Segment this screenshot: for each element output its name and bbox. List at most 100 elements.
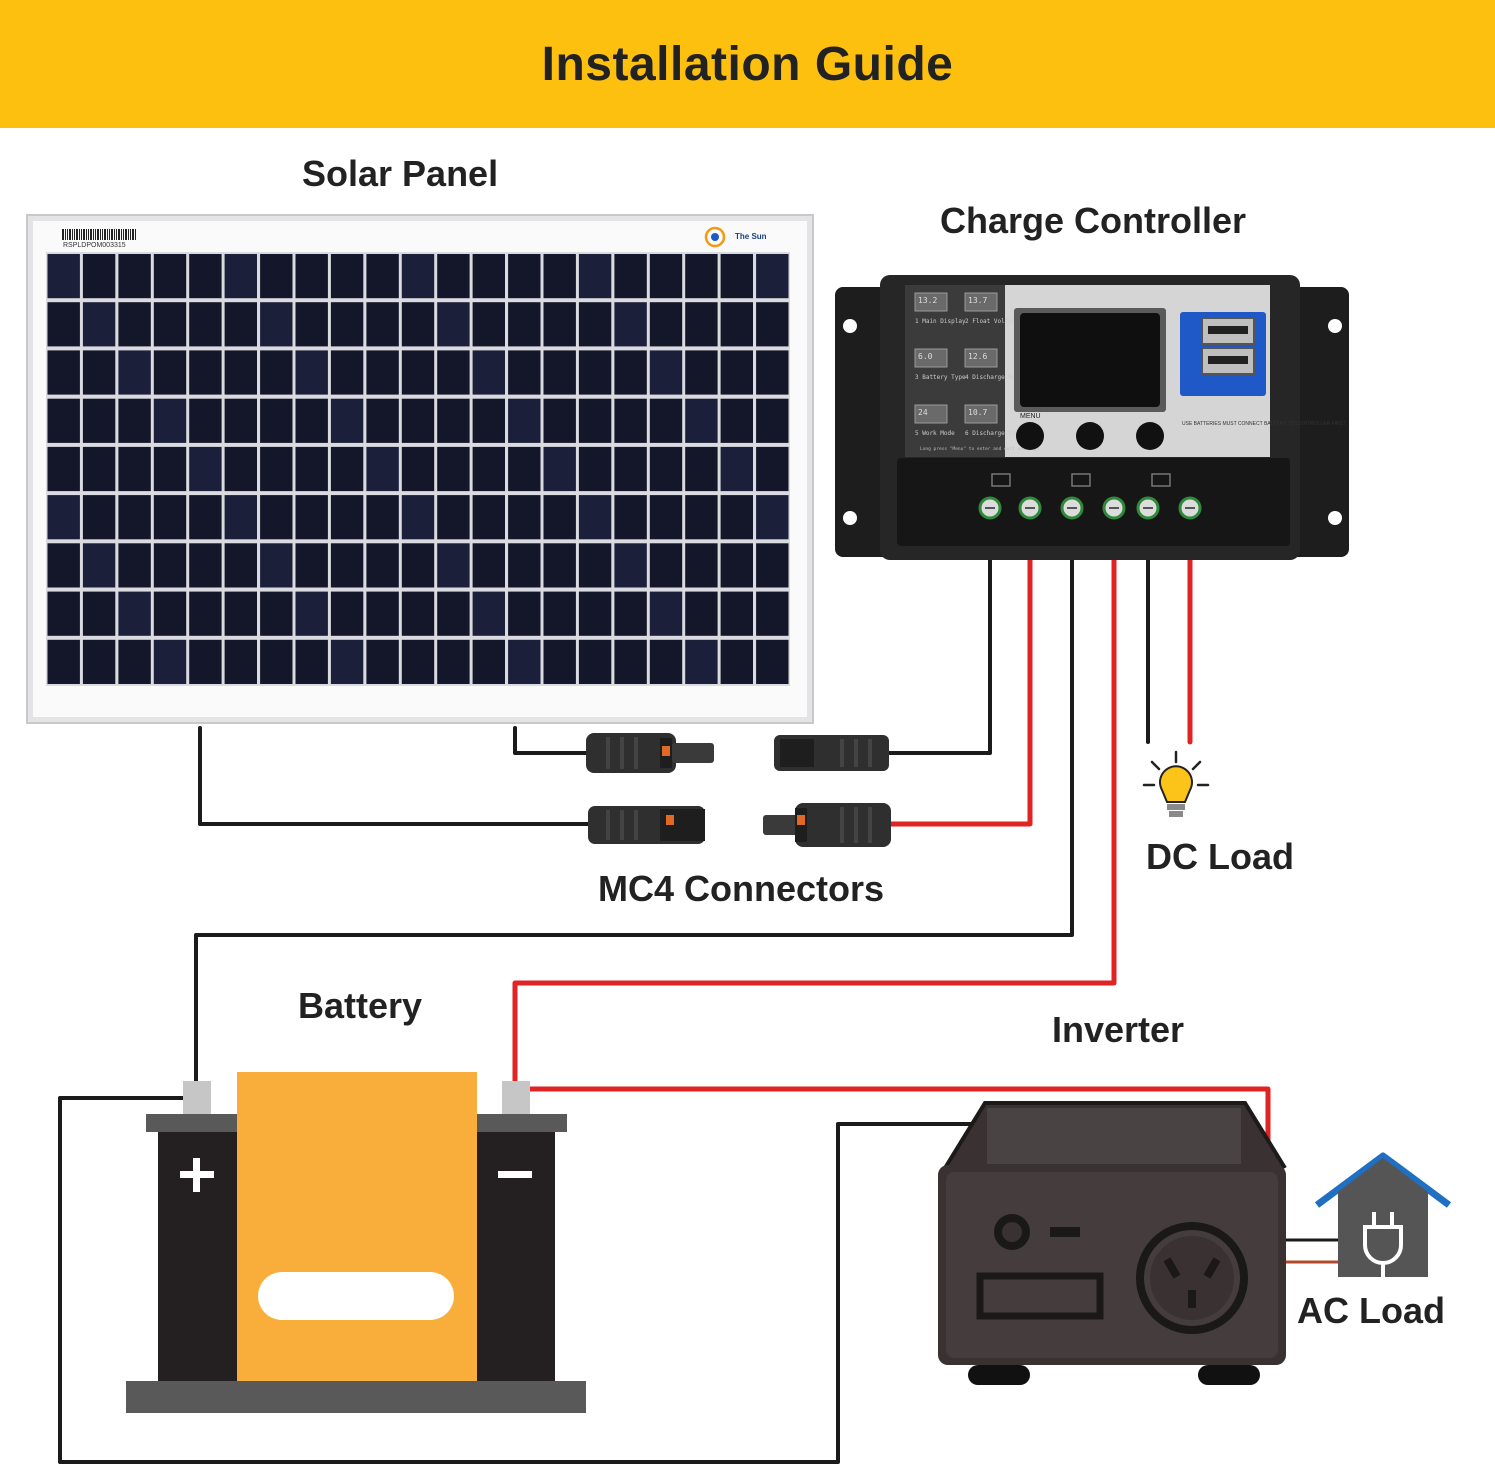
panel-brand: The Sun — [735, 232, 767, 241]
solar-cell — [614, 350, 647, 395]
solar-cell — [756, 446, 789, 492]
solar-cell — [82, 591, 116, 636]
solar-cell — [295, 639, 328, 684]
solar-cell — [720, 302, 753, 347]
solar-cell — [614, 639, 647, 684]
setting-value: 13.2 — [918, 296, 937, 305]
solar-cell — [720, 591, 753, 636]
solar-cell — [614, 495, 647, 540]
solar-cell — [82, 398, 116, 443]
wire-pv-positive — [887, 509, 1033, 827]
terminal-symbol-icon — [1151, 473, 1171, 487]
solar-cell — [153, 350, 187, 395]
mount-hole-icon — [843, 511, 857, 525]
solar-cell — [153, 495, 187, 540]
solar-cell — [189, 302, 222, 347]
solar-cell — [508, 591, 541, 636]
down-knob[interactable] — [1076, 422, 1104, 450]
solar-cell — [118, 350, 151, 395]
solar-cell — [260, 254, 293, 299]
solar-cell — [437, 495, 470, 540]
solar-cell — [578, 591, 612, 636]
solar-cell — [720, 543, 753, 588]
ac-outlet-icon — [1136, 1222, 1248, 1334]
solar-cell — [153, 591, 187, 636]
battery — [126, 1072, 586, 1413]
solar-cell — [401, 446, 435, 492]
solar-cell — [437, 591, 470, 636]
solar-cell — [437, 398, 470, 443]
solar-cell — [189, 350, 222, 395]
solar-panel: RSPLDPOM003315 The Sun — [26, 214, 814, 724]
solar-cell — [649, 350, 683, 395]
solar-cell — [437, 639, 470, 684]
solar-cell — [224, 254, 257, 299]
solar-cell — [82, 446, 116, 492]
solar-cell — [366, 446, 399, 492]
solar-cell — [508, 446, 541, 492]
label-ac-load: AC Load — [1297, 1290, 1445, 1331]
solar-cell — [295, 398, 328, 443]
solar-cell — [153, 446, 187, 492]
solar-cell — [578, 446, 612, 492]
solar-cell — [295, 446, 328, 492]
setting-discharge-reconnect: 12.64 Discharge Reconnect — [964, 348, 1041, 381]
solar-cell — [82, 350, 116, 395]
panel-serial: RSPLDPOM003315 — [63, 242, 126, 249]
controller-terminals — [978, 473, 1202, 520]
solar-cell — [366, 398, 399, 443]
solar-cell — [189, 543, 222, 588]
solar-cell — [720, 639, 753, 684]
solar-cell — [543, 254, 576, 299]
solar-cell — [508, 302, 541, 347]
solar-cell — [295, 302, 328, 347]
inverter — [938, 1101, 1287, 1385]
wire-battery-negative — [512, 509, 1117, 1085]
solar-cell — [472, 398, 505, 443]
battery-terminal-negative — [502, 1081, 530, 1115]
solar-cell — [330, 495, 364, 540]
label-charge-controller: Charge Controller — [940, 200, 1247, 241]
mount-hole-icon — [1328, 319, 1342, 333]
solar-cell — [330, 446, 364, 492]
solar-cell — [649, 591, 683, 636]
solar-cell — [260, 398, 293, 443]
solar-cell — [295, 350, 328, 395]
header-banner: Installation Guide — [0, 0, 1495, 128]
solar-cell — [330, 398, 364, 443]
menu-knob[interactable] — [1016, 422, 1044, 450]
solar-cell — [260, 350, 293, 395]
solar-cell — [47, 446, 80, 492]
setting-value: 6.0 — [918, 352, 933, 361]
setting-value: 24 — [918, 408, 928, 417]
solar-cell — [330, 639, 364, 684]
wire-pv-negative — [883, 510, 992, 755]
solar-cell — [614, 398, 647, 443]
setting-battery-type: 6.0 3 Battery Type — [914, 348, 966, 381]
solar-cell — [118, 639, 151, 684]
sun-logo-icon — [704, 226, 726, 248]
solar-cell — [82, 302, 116, 347]
solar-cell — [260, 302, 293, 347]
solar-cell — [578, 350, 612, 395]
solar-cell — [649, 495, 683, 540]
solar-cell — [720, 446, 753, 492]
wire-inverter-black — [58, 1096, 982, 1464]
setting-float-voltage: 13.72 Float Voltage — [964, 292, 1020, 325]
label-battery: Battery — [298, 985, 423, 1026]
solar-cell — [685, 350, 718, 395]
solar-cell — [189, 495, 222, 540]
solar-cell — [153, 639, 187, 684]
up-knob[interactable] — [1136, 422, 1164, 450]
solar-cell — [401, 639, 435, 684]
label-inverter: Inverter — [1052, 1009, 1185, 1050]
setting-label: 3 Battery Type — [915, 374, 966, 381]
controller-hint: Long press "Menu" to enter and exit sett… — [920, 446, 1039, 452]
solar-cell — [543, 639, 576, 684]
solar-cell — [472, 543, 505, 588]
solar-cell — [720, 350, 753, 395]
solar-cell — [720, 398, 753, 443]
solar-cell — [614, 446, 647, 492]
solar-cell — [508, 543, 541, 588]
